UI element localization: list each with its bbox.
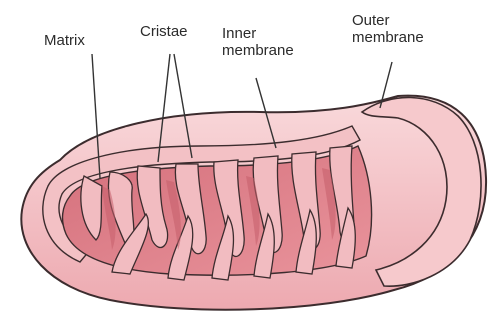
inner-membrane-label: Inner membrane <box>222 25 294 59</box>
outer-membrane-label: Outer membrane <box>352 12 424 46</box>
inner-membrane-label-line1: Inner <box>222 25 294 42</box>
outer-membrane-label-line1: Outer <box>352 12 424 29</box>
outer-membrane-label-line2: membrane <box>352 29 424 46</box>
cristae-label: Cristae <box>140 23 188 40</box>
inner-membrane-label-line2: membrane <box>222 42 294 59</box>
matrix-label: Matrix <box>44 32 85 49</box>
